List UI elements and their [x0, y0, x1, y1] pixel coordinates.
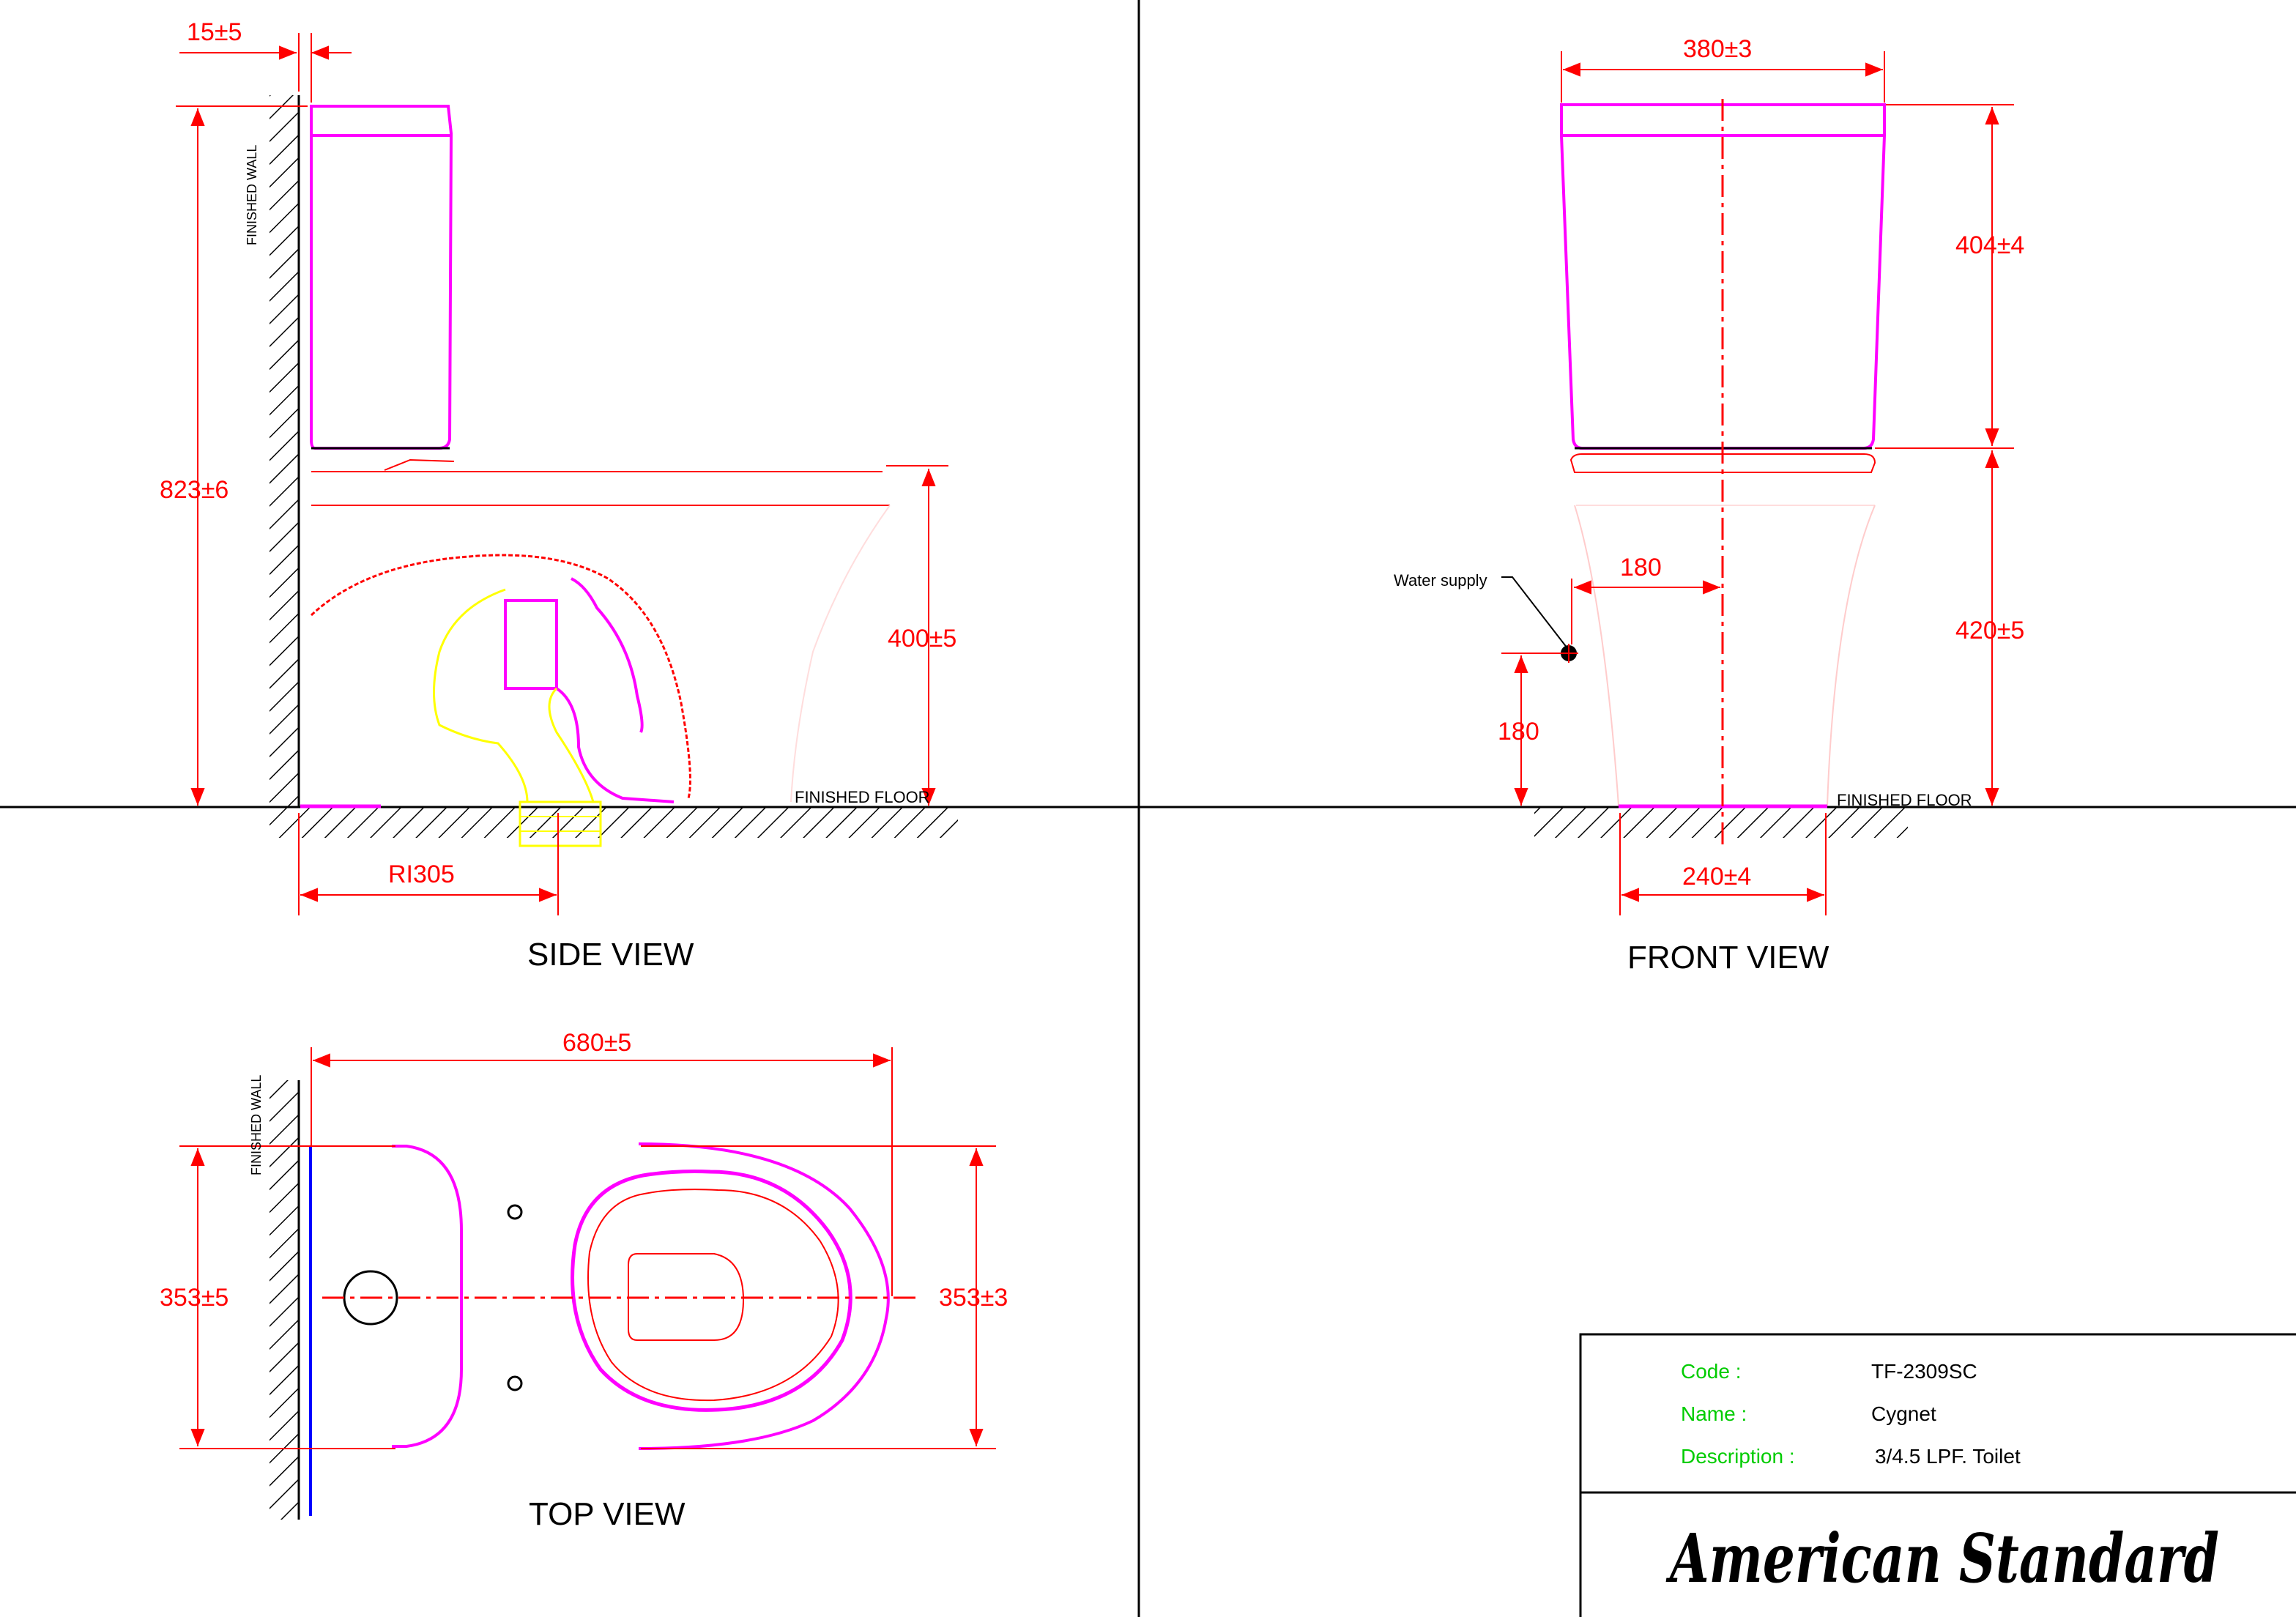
top-view: 680±5 353±5 353±3 FINISHED WALL TOP VIEW	[160, 1029, 1008, 1532]
dim-front-supply-offset: 180	[1620, 554, 1662, 581]
side-view: 15±5 823±6 400±5 RI305 FINISHED WALL FIN…	[160, 18, 958, 973]
label-finished-floor-side: FINISHED FLOOR	[795, 788, 930, 806]
tb-description-value: 3/4.5 LPF. Toilet	[1875, 1445, 2021, 1468]
brand-logo: American Standard	[1665, 1519, 2219, 1598]
dim-top-length: 680±5	[562, 1029, 631, 1057]
dim-front-bowl-height: 420±5	[1955, 617, 2024, 644]
label-finished-wall-side: FINISHED WALL	[245, 145, 259, 245]
side-bowl-outline	[310, 554, 691, 799]
tb-name-value: Cygnet	[1871, 1402, 1936, 1425]
dim-side-height: 823±6	[160, 476, 229, 504]
dim-top-width-left: 353±5	[160, 1284, 229, 1312]
title-block: Code : TF-2309SC Name : Cygnet Descripti…	[1579, 1333, 2296, 1617]
side-trapway	[433, 588, 595, 803]
tb-description-label: Description :	[1681, 1445, 1795, 1468]
dim-front-supply-height: 180	[1498, 718, 1539, 746]
dim-side-seat-height: 400±5	[888, 625, 956, 653]
dim-top-width-right: 353±3	[939, 1284, 1008, 1312]
tb-code-value: TF-2309SC	[1871, 1360, 1977, 1383]
front-floor-hatch	[1534, 807, 1908, 838]
top-wall-hatch	[270, 1080, 299, 1520]
label-water-supply: Water supply	[1394, 571, 1487, 590]
top-bowl	[638, 1142, 890, 1450]
title-top-view: TOP VIEW	[529, 1496, 686, 1532]
label-finished-floor-front: FINISHED FLOOR	[1837, 791, 1972, 809]
dim-front-base-width: 240±4	[1682, 863, 1751, 891]
label-finished-wall-top: FINISHED WALL	[249, 1075, 264, 1175]
title-side-view: SIDE VIEW	[527, 937, 694, 973]
dim-side-wall-gap: 15±5	[187, 18, 242, 46]
side-floor-hatch	[270, 807, 958, 838]
top-tank	[392, 1145, 463, 1448]
tb-name-label: Name :	[1681, 1402, 1747, 1425]
side-tank	[310, 105, 453, 450]
dim-side-rough-in: RI305	[388, 860, 455, 888]
front-view: 380±3 404±4 420±5 180 180 Water supply 2…	[1394, 35, 2024, 975]
dim-front-tank-width: 380±3	[1683, 35, 1752, 63]
tb-code-label: Code :	[1681, 1360, 1742, 1383]
side-wall-hatch	[270, 95, 299, 807]
title-front-view: FRONT VIEW	[1627, 940, 1829, 975]
dim-front-tank-height: 404±4	[1955, 231, 2024, 259]
